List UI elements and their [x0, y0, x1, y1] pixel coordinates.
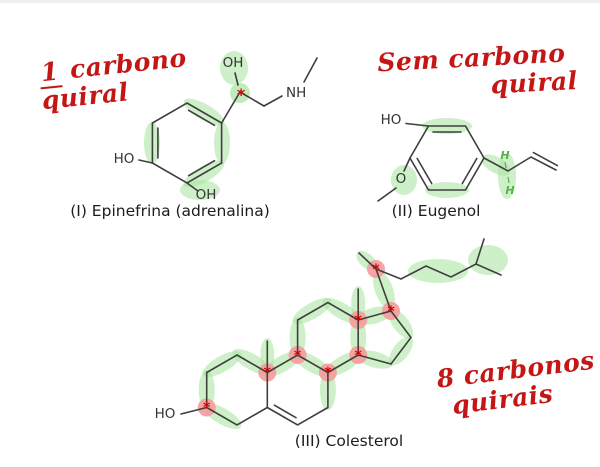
- chiral-asterisk: *: [237, 85, 246, 104]
- epinephrine-structure: [138, 57, 318, 192]
- chiral-asterisk: *: [264, 365, 272, 381]
- chiral-asterisk: *: [203, 400, 211, 416]
- ho-label: HO: [155, 406, 176, 422]
- epinephrine-caption: (I) Epinefrina (adrenalina): [70, 202, 270, 220]
- oh-bottom-label: OH: [196, 187, 217, 203]
- green-h-tick: [504, 161, 507, 169]
- green-h-tick: [507, 176, 510, 184]
- ho-label: HO: [381, 112, 402, 128]
- cholesterol-structure: [180, 238, 502, 426]
- eugenol-structure: [377, 122, 559, 202]
- cholesterol-chiral-asterisks: * * * * * * * *: [203, 262, 395, 416]
- green-h-top-label: H: [500, 149, 509, 162]
- eugenol-caption: (II) Eugenol: [392, 202, 481, 220]
- cholesterol-caption: (III) Colesterol: [295, 432, 403, 450]
- top-border: [0, 0, 600, 3]
- handwritten-note-eugenol: Sem carbono quiral: [377, 39, 585, 106]
- green-h-bottom-label: H: [505, 184, 514, 197]
- chiral-asterisk: *: [387, 304, 395, 320]
- ho-left-label: HO: [114, 151, 135, 167]
- chiral-asterisk: *: [372, 262, 380, 278]
- chiral-asterisk: *: [355, 348, 363, 364]
- chiral-asterisk: *: [355, 313, 363, 329]
- chiral-asterisk: *: [324, 365, 332, 381]
- oh-top-label: OH: [223, 55, 244, 71]
- nh-label: NH: [286, 85, 306, 101]
- chiral-asterisk: *: [294, 348, 302, 364]
- o-methoxy-label: O: [396, 171, 407, 187]
